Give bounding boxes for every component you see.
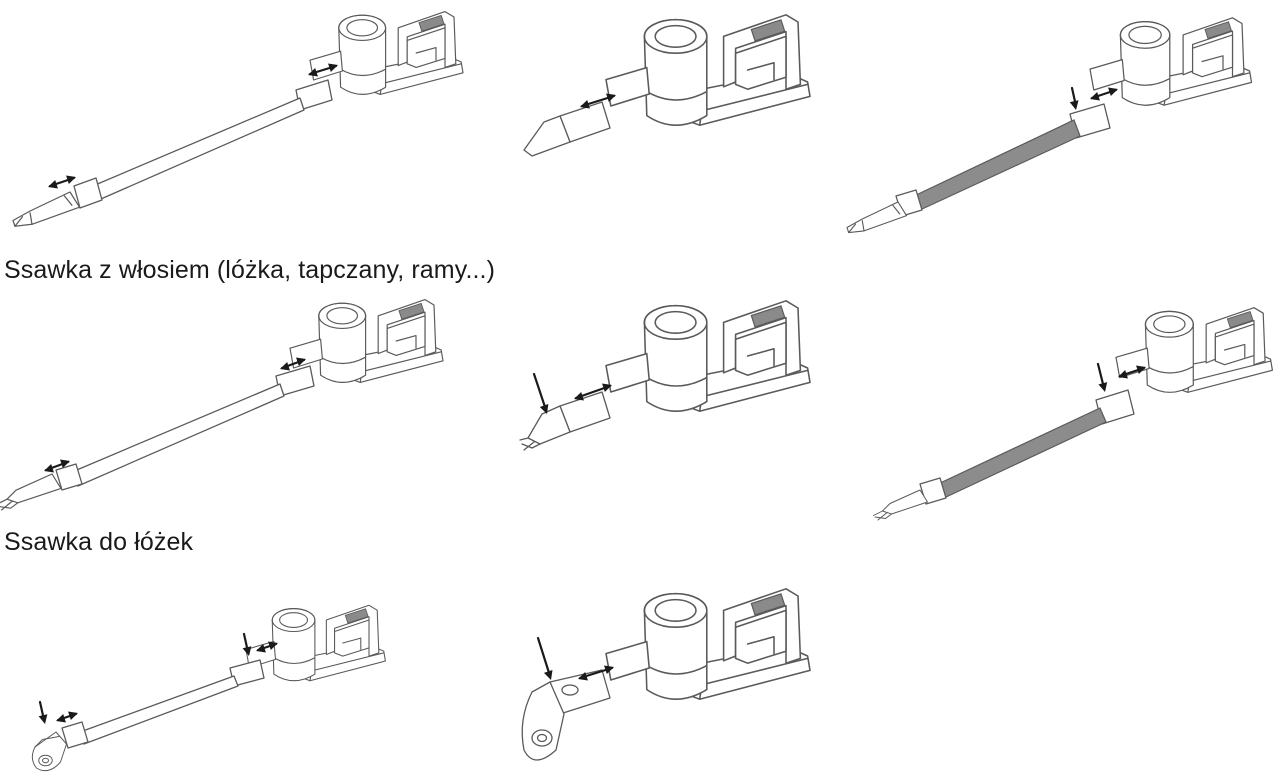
section-caption-3: Ssawka do łóżek — [4, 528, 194, 556]
arrow-icon — [578, 90, 618, 112]
brush-nozzle-icon — [873, 489, 928, 521]
vacuum-body-icon — [1115, 307, 1273, 393]
crevice-nozzle-icon — [524, 102, 610, 156]
arrow-icon — [1098, 362, 1148, 394]
figure-tube-crevice — [12, 11, 464, 227]
brush-nozzle-icon — [520, 392, 610, 450]
bed-nozzle-icon — [31, 731, 67, 772]
vacuum-body-icon — [605, 300, 811, 412]
arrow-icon — [1069, 84, 1120, 111]
crevice-nozzle-icon — [846, 201, 908, 234]
figure-hose-crevice — [846, 17, 1253, 234]
figure-brush-direct — [520, 300, 811, 492]
tube-icon — [74, 80, 332, 208]
arrow-icon — [38, 634, 280, 726]
vacuum-body-icon — [605, 14, 811, 126]
figure-tube-bed-nozzle — [31, 604, 386, 772]
arrow-icon — [534, 374, 614, 416]
figure-crevice-direct — [520, 14, 811, 204]
section-caption-2: Ssawka z włosiem (lóżka, tapczany, ramy.… — [4, 256, 496, 284]
vacuum-body-icon — [605, 588, 811, 700]
crevice-nozzle-icon — [12, 191, 81, 227]
flexible-hose-icon — [896, 104, 1110, 216]
bed-nozzle-icon — [522, 670, 610, 760]
flexible-hose-icon — [920, 390, 1134, 504]
vacuum-body-icon — [309, 11, 464, 95]
brush-nozzle-icon — [0, 473, 62, 511]
vacuum-body-icon — [289, 299, 444, 383]
vacuum-body-icon — [245, 604, 386, 682]
figure-bed-nozzle-direct — [520, 588, 811, 776]
tube-icon — [62, 660, 264, 748]
arrow-icon — [538, 638, 616, 684]
tube-icon — [56, 366, 314, 490]
arrow-icon — [42, 354, 308, 476]
figure-tube-brush — [0, 299, 444, 511]
figure-hose-brush — [873, 307, 1273, 521]
arrow-icon — [46, 60, 340, 192]
